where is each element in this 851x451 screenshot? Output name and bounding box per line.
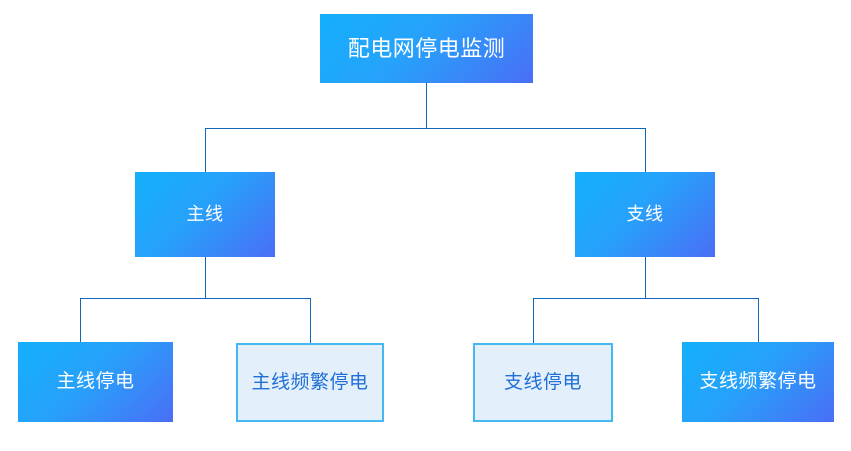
connector-drop-to-branch-frequent-outage — [758, 298, 759, 342]
connector-drop-to-main-outage — [80, 298, 81, 342]
node-main-line-frequent-outage[interactable]: 主线频繁停电 — [236, 343, 384, 422]
node-main-line-outage[interactable]: 主线停电 — [18, 342, 173, 422]
connector-drop-to-main-line — [205, 128, 206, 172]
connector-branch-line-stem — [645, 257, 646, 298]
connector-root-stem — [426, 83, 427, 128]
node-branch-line-outage[interactable]: 支线停电 — [473, 343, 613, 422]
connector-drop-to-main-frequent-outage — [310, 298, 311, 343]
node-main-line[interactable]: 主线 — [135, 172, 275, 257]
connector-main-line-stem — [205, 257, 206, 298]
connector-branch-line-bus — [533, 298, 758, 299]
connector-drop-to-branch-line — [645, 128, 646, 172]
connector-main-line-bus — [80, 298, 310, 299]
connector-level2-bus — [205, 128, 646, 129]
connector-drop-to-branch-outage — [533, 298, 534, 343]
node-branch-line[interactable]: 支线 — [575, 172, 715, 257]
node-branch-line-frequent-outage[interactable]: 支线频繁停电 — [682, 342, 834, 422]
node-root-distribution-network-outage-monitoring[interactable]: 配电网停电监测 — [320, 14, 533, 83]
